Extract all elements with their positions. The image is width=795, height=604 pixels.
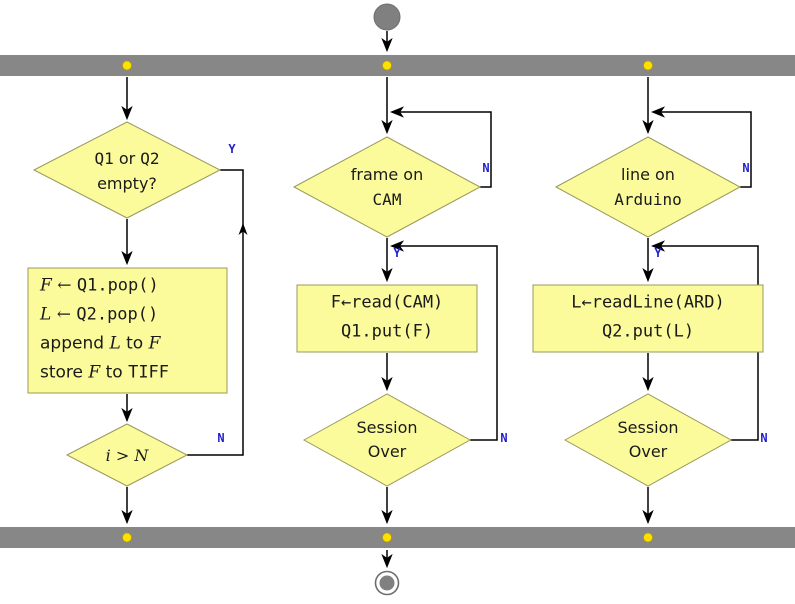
join-dot-camera — [382, 532, 392, 543]
or-word: or — [113, 149, 141, 168]
writer-empty-decision-line2: empty? — [97, 174, 157, 193]
camera-no-label-top: N — [482, 161, 490, 175]
end-node-core — [379, 575, 395, 591]
writer-process-line3: append L to F — [40, 333, 161, 354]
writer-empty-decision-diamond — [32, 121, 222, 219]
edge-writer-loop — [187, 169, 244, 456]
serial-process-line1: L←readLine(ARD) — [571, 292, 725, 313]
join-dot-serial — [643, 532, 653, 543]
join-bar-bottom — [0, 527, 795, 548]
writer-yes-label: Y — [228, 142, 236, 156]
var-f: F — [88, 362, 101, 383]
start-node — [373, 3, 401, 31]
assign-arrow: ← — [51, 275, 77, 296]
writer-no-label: N — [217, 431, 225, 445]
fork-dot-camera — [382, 60, 392, 71]
fork-dot-writer — [122, 60, 132, 71]
writer-process-box — [27, 267, 228, 394]
writer-process-line4: store F to TIFF — [40, 362, 170, 383]
fork-bar-top — [0, 55, 795, 76]
serial-no-label-bottom: N — [760, 431, 768, 445]
serial-session-line2: Over — [628, 442, 668, 461]
q2-pop-code: Q2.pop() — [76, 304, 159, 325]
camera-process-box — [296, 284, 478, 353]
store-word: store — [40, 362, 89, 383]
camera-session-decision-diamond — [302, 393, 472, 487]
var-l: L — [40, 304, 52, 325]
camera-frame-decision-diamond — [292, 136, 482, 238]
q2-code: Q2 — [140, 149, 160, 168]
serial-session-line1: Session — [617, 418, 679, 437]
camera-decision-line2: CAM — [372, 190, 402, 209]
serial-decision-line2: Arduino — [614, 190, 682, 209]
serial-no-label-top: N — [742, 161, 750, 175]
writer-process-line1: F ← Q1.pop() — [40, 275, 159, 296]
writer-empty-decision-line1: Q1 or Q2 — [94, 151, 159, 167]
camera-session-line2: Over — [367, 442, 407, 461]
camera-process-line1: F←read(CAM) — [330, 292, 444, 313]
camera-process-line2: Q1.put(F) — [340, 321, 434, 342]
tiff-code: TIFF — [128, 362, 170, 383]
writer-done-decision-diamond — [65, 423, 189, 487]
writer-process-line2: L ← Q2.pop() — [40, 304, 159, 325]
camera-session-line1: Session — [356, 418, 418, 437]
edge-camera-session-loop — [389, 240, 498, 441]
serial-process-line2: Q2.put(L) — [601, 321, 695, 342]
var-l: L — [109, 333, 121, 354]
camera-no-label-bottom: N — [500, 431, 508, 445]
to-word: to — [120, 333, 149, 354]
serial-line-decision-diamond — [554, 136, 742, 238]
append-word: append — [40, 333, 110, 354]
writer-done-decision-label: i > N — [105, 446, 149, 465]
edge-serial-busywait-loop — [650, 106, 752, 188]
serial-decision-line1: line on — [621, 165, 675, 184]
assign-arrow: ← — [51, 304, 77, 325]
camera-decision-line1: frame on — [350, 165, 424, 184]
edge-camera-busywait-loop — [389, 106, 492, 188]
fork-dot-serial — [643, 60, 653, 71]
q1-code: Q1 — [94, 149, 114, 168]
camera-yes-label: Y — [393, 246, 401, 260]
serial-process-box — [532, 284, 764, 353]
to-word: to — [100, 362, 129, 383]
serial-session-decision-diamond — [563, 393, 733, 487]
var-f: F — [40, 275, 52, 296]
writer-loop-up-arrowhead — [238, 223, 248, 235]
var-f: F — [148, 333, 161, 354]
q1-pop-code: Q1.pop() — [76, 275, 159, 296]
join-dot-writer — [122, 532, 132, 543]
serial-yes-label: Y — [654, 246, 662, 260]
